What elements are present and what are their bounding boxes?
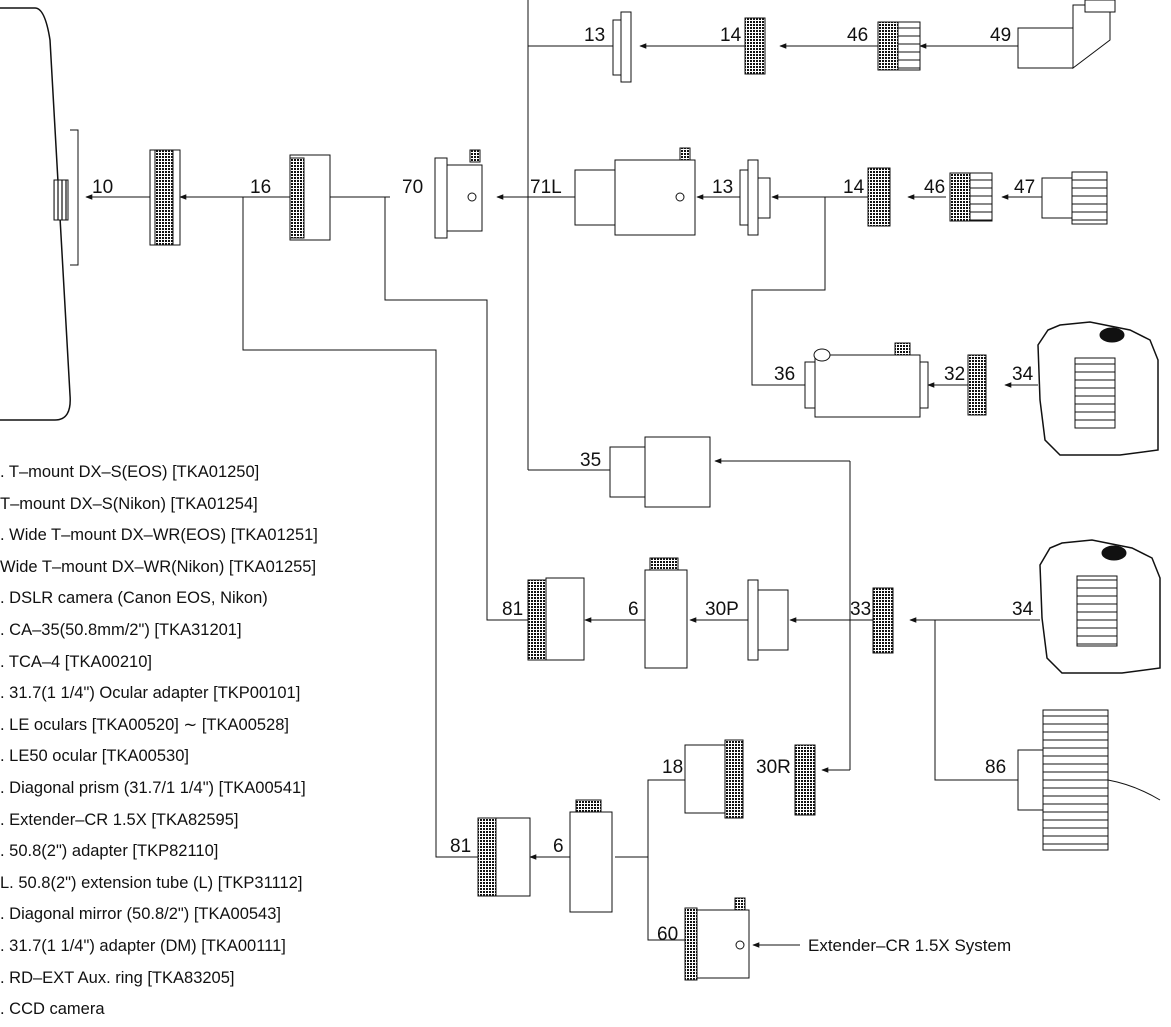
part-16-wide-tmount xyxy=(290,155,330,240)
callout-14-main: 14 xyxy=(843,177,865,198)
part-70-extender xyxy=(435,150,482,238)
callout-60: 60 xyxy=(657,924,678,945)
callout-47: 47 xyxy=(1014,177,1035,198)
callout-13-main: 13 xyxy=(712,177,733,198)
callout-6-upper: 6 xyxy=(628,599,639,620)
callout-30P: 30P xyxy=(705,599,739,620)
callout-30R: 30R xyxy=(756,757,791,778)
legend-item: . 31.7(1 1/4") adapter (DM) [TKA00111] xyxy=(0,932,318,964)
callout-81-upper: 81 xyxy=(502,599,523,620)
parts-legend: . T–mount DX–S(EOS) [TKA01250] T–mount D… xyxy=(0,458,318,1027)
part-18-diagonal-adapter xyxy=(685,740,743,818)
legend-item: . Diagonal mirror (50.8/2") [TKA00543] xyxy=(0,900,318,932)
part-49-diagonal-mirror xyxy=(1018,0,1115,68)
part-30R-ring xyxy=(795,745,815,815)
legend-item: . CCD camera xyxy=(0,995,318,1027)
part-13-ocular-adapter-top xyxy=(613,12,631,82)
part-81-extension-lower xyxy=(478,818,530,896)
legend-item: . LE oculars [TKA00520] ∼ [TKA00528] xyxy=(0,711,318,743)
callout-70: 70 xyxy=(402,177,423,198)
part-60-extender-cr xyxy=(685,898,749,980)
legend-item: . DSLR camera (Canon EOS, Nikon) xyxy=(0,584,318,616)
part-6-diagonal-lower xyxy=(570,800,612,912)
legend-item: . Wide T–mount DX–WR(EOS) [TKA01251] xyxy=(0,521,318,553)
part-71L-extension-tube xyxy=(575,148,695,235)
part-14-le-ocular-top xyxy=(745,18,765,74)
callout-18: 18 xyxy=(662,757,683,778)
part-35-50mm-adapter xyxy=(610,437,710,507)
callout-71L: 71L xyxy=(530,177,562,198)
part-46-diagonal-main xyxy=(950,173,992,221)
part-47-le50-ocular xyxy=(1042,172,1107,224)
legend-item: . RD–EXT Aux. ring [TKA83205] xyxy=(0,964,318,996)
callout-34-upper: 34 xyxy=(1012,364,1034,385)
callout-46-main: 46 xyxy=(924,177,945,198)
part-46-diagonal-top xyxy=(878,22,920,70)
part-32-tca4 xyxy=(968,355,986,415)
legend-item: . 31.7(1 1/4") Ocular adapter [TKP00101] xyxy=(0,679,318,711)
legend-item: . T–mount DX–S(EOS) [TKA01250] xyxy=(0,458,318,490)
callout-86: 86 xyxy=(985,757,1006,778)
part-14-le-ocular-main xyxy=(868,168,890,226)
legend-item: L. 50.8(2") extension tube (L) [TKP31112… xyxy=(0,869,318,901)
callout-35: 35 xyxy=(580,450,601,471)
callout-13-top: 13 xyxy=(584,25,605,46)
legend-item: . TCA–4 [TKA00210] xyxy=(0,648,318,680)
part-86-ccd-camera xyxy=(1018,710,1160,850)
part-34-dslr-lower xyxy=(1040,540,1160,673)
part-13-ocular-adapter-main xyxy=(740,160,770,235)
legend-item: . Extender–CR 1.5X [TKA82595] xyxy=(0,806,318,838)
legend-item: . LE50 ocular [TKA00530] xyxy=(0,742,318,774)
legend-item: T–mount DX–S(Nikon) [TKA01254] xyxy=(0,490,318,522)
callout-34-lower: 34 xyxy=(1012,599,1034,620)
part-81-extension-upper xyxy=(528,578,584,660)
legend-item: . CA–35(50.8mm/2") [TKA31201] xyxy=(0,616,318,648)
callout-32: 32 xyxy=(944,364,965,385)
legend-item: . Diagonal prism (31.7/1 1/4") [TKA00541… xyxy=(0,774,318,806)
callout-14-top: 14 xyxy=(720,25,742,46)
part-34-dslr-upper xyxy=(1038,322,1158,455)
callout-6-lower: 6 xyxy=(553,836,564,857)
part-10-tmount xyxy=(150,150,180,245)
callout-16: 16 xyxy=(250,177,271,198)
callout-81-lower: 81 xyxy=(450,836,471,857)
part-30P-adapter xyxy=(748,580,788,660)
part-6-diagonal-upper xyxy=(645,558,687,668)
part-36-ca35 xyxy=(805,343,928,417)
extender-system-label: Extender–CR 1.5X System xyxy=(808,936,1011,955)
legend-item: Wide T–mount DX–WR(Nikon) [TKA01255] xyxy=(0,553,318,585)
part-33-adapter xyxy=(873,588,893,653)
callout-10: 10 xyxy=(92,177,113,198)
legend-item: . 50.8(2") adapter [TKP82110] xyxy=(0,837,318,869)
callout-36: 36 xyxy=(774,364,795,385)
callout-33: 33 xyxy=(850,599,871,620)
callout-46-top: 46 xyxy=(847,25,868,46)
callout-49: 49 xyxy=(990,25,1011,46)
